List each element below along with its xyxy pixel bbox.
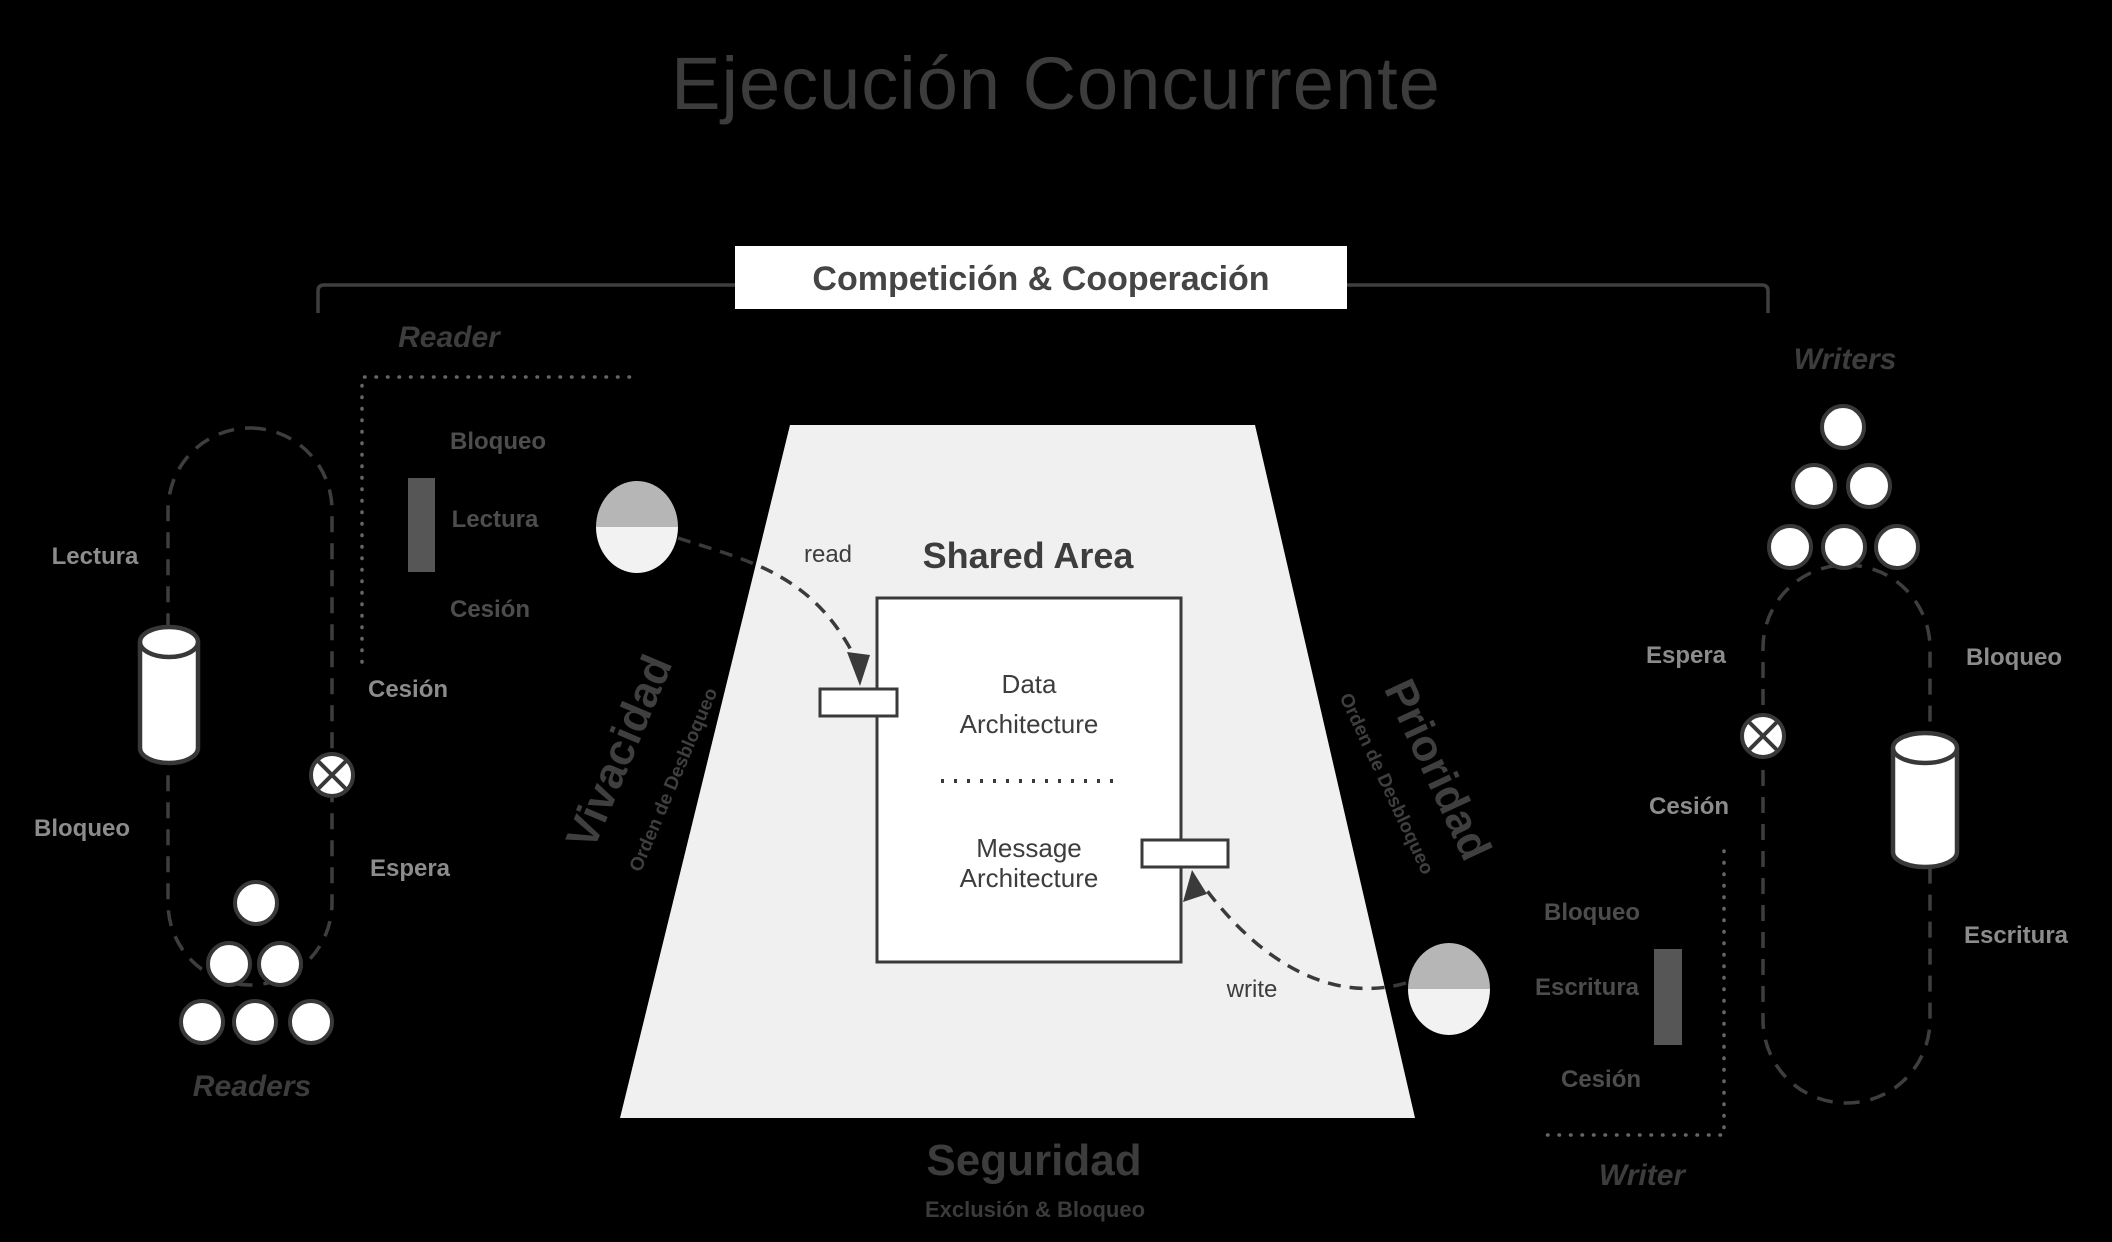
message-architecture-line2: Architecture (959, 863, 1099, 893)
reader-thread-circle (233, 880, 279, 926)
reader-blocked-icon (309, 752, 355, 798)
reader-lock-cylinder-icon (137, 624, 201, 766)
writer-group-title: Writer (1598, 1159, 1686, 1192)
writer-thread-circle (1791, 463, 1837, 509)
reader-loop-label-espera: Espera (369, 855, 451, 882)
writer-thread-circle (1874, 524, 1920, 570)
reader-thread-circle (179, 999, 225, 1045)
reader-loop-label-cesion: Cesión (367, 676, 449, 703)
data-architecture-line1: Data (1001, 669, 1057, 699)
reader-group-title: Reader (398, 321, 500, 354)
write-token-icon (1408, 943, 1490, 1035)
writer-loop-label-escritura: Escritura (1963, 922, 2069, 949)
seguridad-axis-label: Seguridad (926, 1136, 1142, 1185)
read-label: read (803, 541, 853, 568)
writer-state-step-escritura: Escritura (1534, 974, 1640, 1001)
seguridad-axis-sublabel: Exclusión & Bloqueo (924, 1197, 1146, 1222)
writer-state-box-border (1541, 849, 1726, 1137)
reader-loop-label-lectura: Lectura (51, 543, 139, 570)
writer-loop-label-espera: Espera (1645, 642, 1727, 669)
writer-thread-circle (1846, 463, 1892, 509)
write-arrowhead-icon (1183, 870, 1207, 902)
reader-state-step-lectura: Lectura (451, 506, 539, 533)
read-arrowhead-icon (847, 652, 870, 686)
writer-thread-circle (1821, 524, 1867, 570)
banner-label: Competición & Cooperación (812, 260, 1270, 298)
write-arrow (1203, 886, 1407, 991)
writers-thread-circles (1767, 404, 1920, 570)
reader-thread-circle (288, 999, 334, 1045)
writers-pool-label: Writers (1793, 343, 1897, 376)
shared-area-title: Shared Area (922, 535, 1134, 576)
write-port (1140, 838, 1230, 869)
writer-lock-cylinder-icon (1890, 730, 1960, 870)
writer-state-step-bloqueo: Bloqueo (1544, 899, 1640, 926)
write-label: write (1226, 976, 1278, 1003)
writer-thread-circle (1820, 404, 1866, 450)
banner-box (735, 246, 1347, 309)
read-token-icon (596, 481, 678, 573)
data-architecture-line2: Architecture (959, 709, 1099, 739)
writer-blocked-icon (1740, 713, 1786, 759)
read-port (818, 687, 899, 718)
readers-pool-label: Readers (192, 1070, 312, 1103)
page-title: Ejecución Concurrente (671, 42, 1441, 125)
readers-thread-circles (179, 880, 334, 1045)
reader-thread-circle (257, 941, 303, 987)
reader-loop-label-bloqueo: Bloqueo (34, 815, 130, 842)
writer-loop-label-cesion: Cesión (1648, 793, 1730, 820)
reader-state-step-bloqueo: Bloqueo (450, 428, 546, 455)
shared-area-box (875, 596, 1183, 964)
message-architecture-line1: Message (976, 833, 1082, 863)
reader-state-bar (408, 478, 435, 572)
read-arrow (677, 536, 853, 651)
writer-thread-circle (1767, 524, 1813, 570)
writer-state-step-cesion: Cesión (1560, 1066, 1642, 1093)
writer-loop-label-bloqueo: Bloqueo (1966, 644, 2062, 671)
reader-thread-circle (232, 999, 278, 1045)
reader-state-step-cesion: Cesión (449, 596, 531, 623)
writer-state-bar (1654, 949, 1682, 1045)
reader-thread-circle (206, 941, 252, 987)
